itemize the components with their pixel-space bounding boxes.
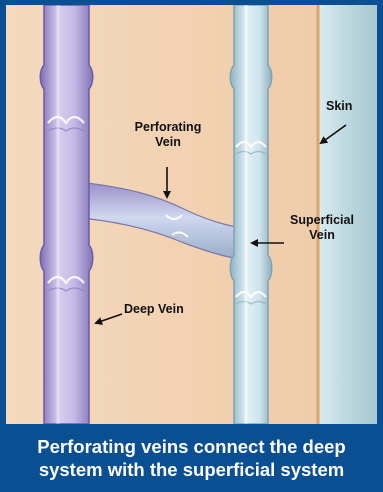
- perforating-label-line1: Perforating: [116, 120, 220, 135]
- deep-vein-label: Deep Vein: [124, 302, 184, 317]
- caption-line2: system with the superficial system: [39, 458, 344, 481]
- caption-line1: Perforating veins connect the deep: [37, 435, 345, 458]
- vein-illustration: Skin Perforating Vein Superficial Vein D…: [6, 5, 377, 424]
- perforating-vein-label: Perforating Vein: [116, 120, 220, 150]
- superficial-vein-label: Superficial Vein: [276, 213, 368, 243]
- figure-caption: Perforating veins connect the deep syste…: [0, 427, 383, 489]
- skin-label: Skin: [326, 99, 352, 114]
- superficial-label-line2: Vein: [276, 228, 368, 243]
- superficial-vein: [230, 5, 272, 424]
- perforating-label-line2: Vein: [116, 135, 220, 150]
- deep-vein: [40, 5, 93, 424]
- superficial-label-line1: Superficial: [276, 213, 368, 228]
